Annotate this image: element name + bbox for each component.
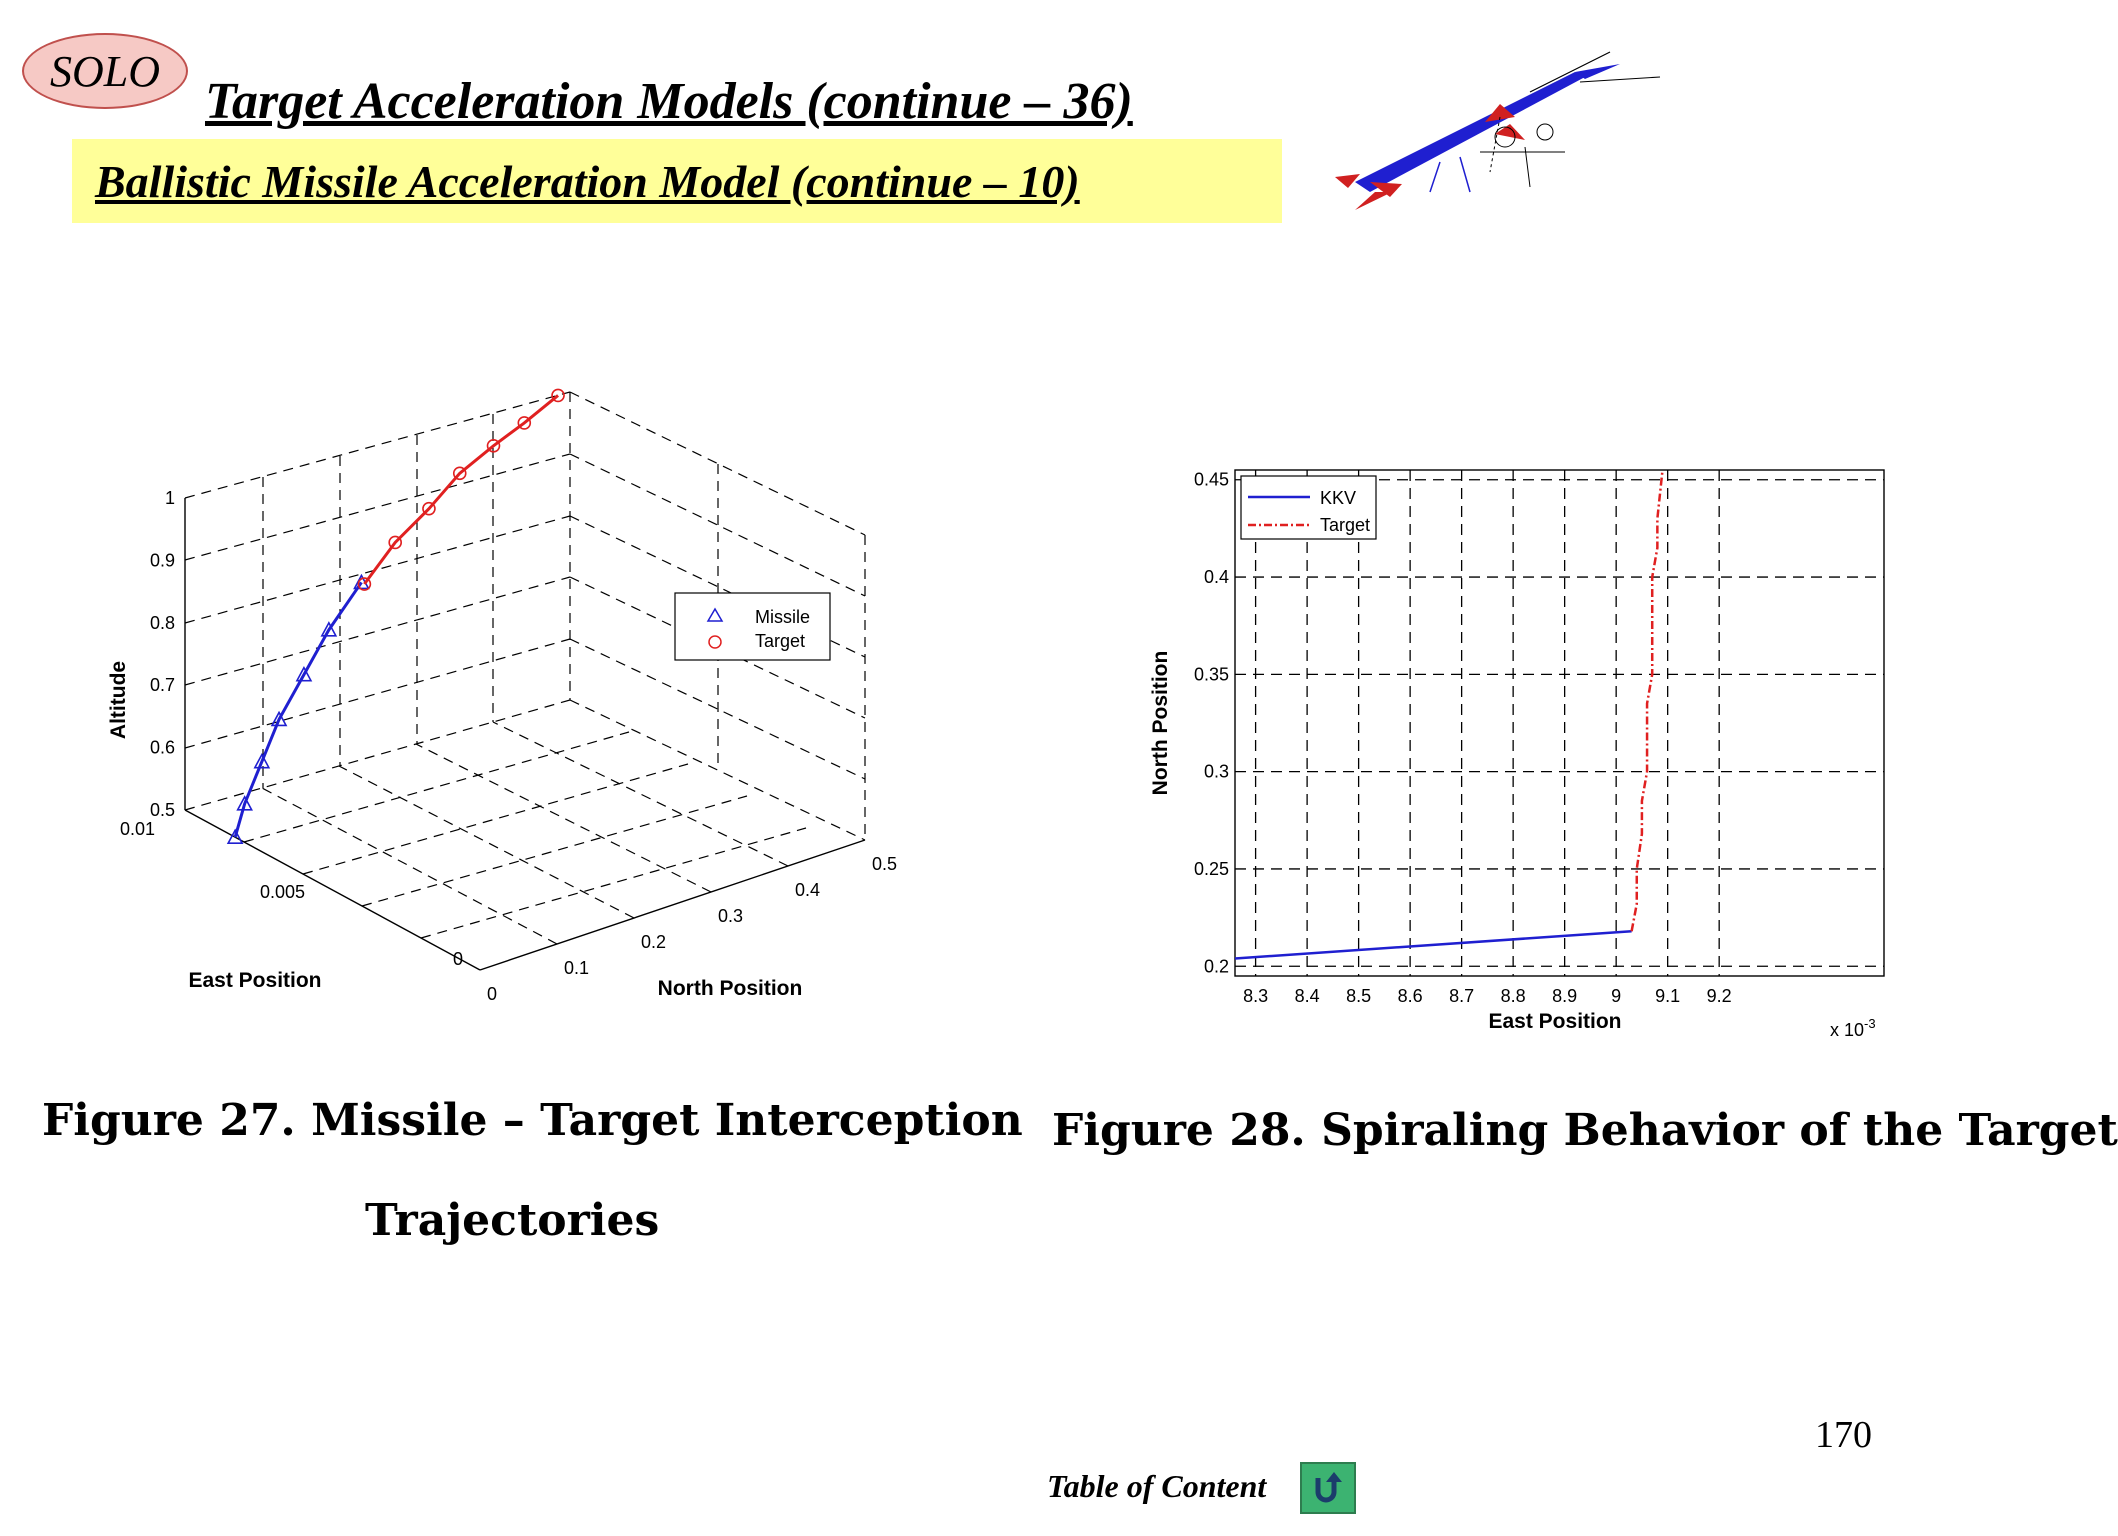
fig27-missile-marker bbox=[320, 621, 338, 637]
subtitle-highlight bbox=[72, 139, 1282, 223]
fig28-x-tick: 9 bbox=[1611, 986, 1621, 1006]
fig27-y-tick: 0.3 bbox=[718, 906, 743, 926]
fig28-target-line bbox=[1630, 469, 1664, 932]
return-arrow-icon[interactable] bbox=[1300, 1462, 1356, 1514]
fig28-y-tick: 0.3 bbox=[1204, 762, 1229, 782]
fig27-x-tick: 0.01 bbox=[120, 819, 155, 839]
fig28-x-tick: 8.4 bbox=[1295, 986, 1320, 1006]
fig28-legend-target-label: Target bbox=[1320, 515, 1370, 535]
slide-subtitle: Ballistic Missile Acceleration Model (co… bbox=[95, 156, 1080, 207]
fig27-legend-missile-marker bbox=[706, 607, 724, 622]
fig27-target-marker bbox=[422, 501, 436, 516]
fig28-legend-kkv-label: KKV bbox=[1320, 488, 1356, 508]
fig27-target-marker bbox=[357, 577, 372, 591]
fig27-missile-marker bbox=[253, 752, 271, 769]
fig28-plot-frame bbox=[1234, 469, 1885, 977]
fig27-series-line bbox=[363, 394, 559, 585]
figure-27-chart: 0.5 0.6 0.7 0.8 0.9 1 0.01 0.005 0 0 0.1 0.2 0.3 0.4 0… bbox=[107, 388, 897, 1004]
fig27-y-tick: 0.1 bbox=[564, 958, 589, 978]
fig27-ylabel: North Position bbox=[658, 977, 803, 1000]
fig28-x-tick: 8.3 bbox=[1243, 986, 1268, 1006]
fig27-target-marker bbox=[551, 388, 565, 403]
fig27-target-marker bbox=[452, 466, 467, 481]
solo-badge: SOLO bbox=[22, 33, 188, 109]
fig28-x-tick: 8.6 bbox=[1398, 986, 1423, 1006]
fig28-y-tick: 0.35 bbox=[1194, 664, 1229, 684]
slide-title: Target Acceleration Models (continue – 3… bbox=[205, 73, 1133, 130]
fig27-y-tick: 0.5 bbox=[872, 854, 897, 874]
fig28-kkv-line bbox=[1234, 929, 1632, 960]
fig27-zlabel: Altitude bbox=[107, 661, 130, 739]
fig27-target-marker bbox=[517, 416, 532, 430]
fig28-x-tick: 8.8 bbox=[1501, 986, 1526, 1006]
fig27-legend-missile-label: Missile bbox=[755, 607, 810, 627]
fig27-series-line bbox=[233, 581, 363, 838]
figure-28-legend: KKV Target bbox=[1240, 475, 1377, 540]
fig27-xlabel: East Position bbox=[188, 969, 321, 992]
fig27-missile-marker bbox=[236, 795, 253, 811]
fig28-x-tick: 8.7 bbox=[1449, 986, 1474, 1006]
fig28-y-tick: 0.4 bbox=[1204, 567, 1229, 587]
fig27-target-marker bbox=[486, 439, 501, 453]
fig27-z-tick: 0.5 bbox=[150, 800, 175, 820]
fig28-x-tick: 9.2 bbox=[1707, 986, 1732, 1006]
fig27-y-tick: 0.2 bbox=[641, 932, 666, 952]
fig27-z-tick: 0.7 bbox=[150, 675, 175, 695]
fig28-x-tick: 8.5 bbox=[1346, 986, 1371, 1006]
fig28-xlabel: East Position bbox=[1488, 1010, 1621, 1033]
missile-diagram-icon bbox=[1335, 51, 1661, 210]
fig27-legend-target-marker bbox=[708, 635, 722, 649]
fig27-z-tick: 1 bbox=[165, 488, 175, 508]
fig27-y-tick: 0 bbox=[487, 984, 497, 1004]
fig27-z-tick: 0.8 bbox=[150, 613, 175, 633]
figure-28-caption: Figure 28. Spiraling Behavior of the Tar… bbox=[1052, 1105, 2118, 1156]
fig28-y-tick: 0.25 bbox=[1194, 859, 1229, 879]
fig28-ylabel: North Position bbox=[1149, 651, 1172, 796]
figure-28-chart: 8.3 8.4 8.5 8.6 8.7 8.8 8.9 9 9.1 9.2 0.2 0.25 0.3 0.… bbox=[1149, 469, 1885, 1040]
fig28-x-multiplier: x 10-3 bbox=[1830, 1016, 1876, 1040]
fig28-x-tick: 8.9 bbox=[1552, 986, 1577, 1006]
solo-badge-label: SOLO bbox=[49, 46, 161, 96]
fig27-missile-marker bbox=[226, 828, 244, 845]
figure-27-caption-line2: Trajectories bbox=[365, 1195, 660, 1246]
fig27-x-tick: 0.005 bbox=[260, 882, 305, 902]
fig27-target-marker bbox=[388, 535, 403, 550]
fig28-x-tick: 9.1 bbox=[1655, 986, 1680, 1006]
fig27-z-tick: 0.9 bbox=[150, 550, 175, 570]
page-number: 170 bbox=[1815, 1414, 1872, 1456]
table-of-content-link[interactable]: Table of Content bbox=[1047, 1468, 1267, 1504]
fig27-y-tick: 0.4 bbox=[795, 880, 820, 900]
fig28-y-tick: 0.2 bbox=[1204, 956, 1229, 976]
fig28-y-tick: 0.45 bbox=[1194, 470, 1229, 490]
fig27-missile-marker bbox=[295, 665, 313, 682]
fig27-missile-marker bbox=[270, 710, 288, 727]
figure-27-caption-line1: Figure 27. Missile – Target Interception bbox=[42, 1095, 1023, 1146]
fig27-x-tick: 0 bbox=[453, 949, 463, 969]
fig27-z-tick: 0.6 bbox=[150, 738, 175, 758]
fig27-legend-target-label: Target bbox=[755, 631, 805, 651]
